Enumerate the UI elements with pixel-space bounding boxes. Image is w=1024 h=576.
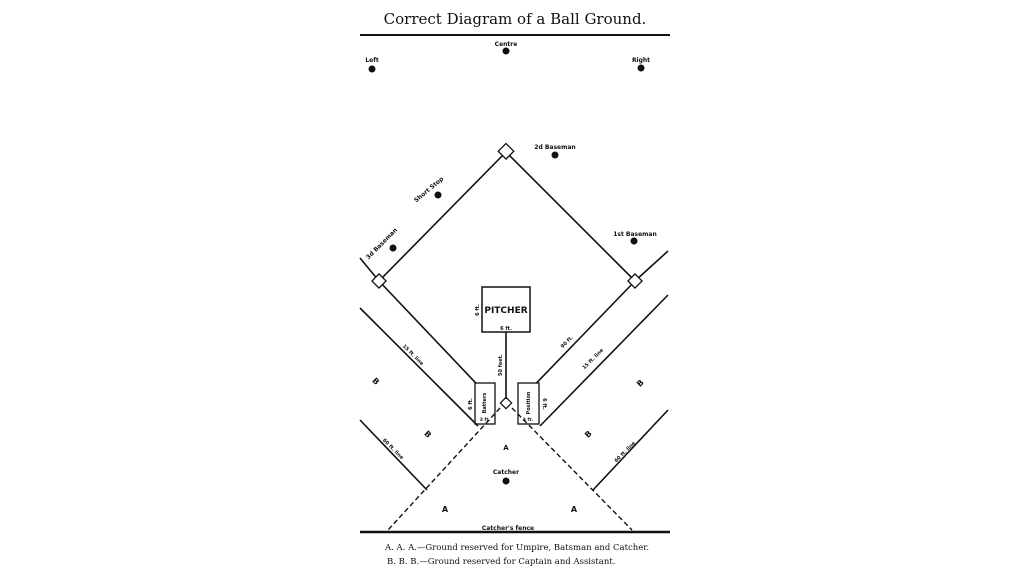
label-second-baseman: 2d Baseman (534, 144, 575, 151)
right-foul-extension (634, 250, 669, 282)
zone-a-left: A (442, 505, 449, 514)
label-catcher: Catcher (493, 469, 519, 476)
zone-a-right: A (571, 505, 578, 514)
second-base (497, 142, 515, 160)
third-base-line (378, 280, 491, 399)
legend-a: A. A. A.—Ground reserved for Umpire, Bat… (384, 543, 649, 553)
zone-b-right-inner: B (583, 429, 594, 440)
left-fifteen-ft-line (359, 307, 479, 427)
pitcher-side-measure: 6 ft. (475, 304, 481, 316)
fifty-feet-label: 50 feet. (498, 354, 504, 376)
right-fifteen-ft-line (539, 294, 669, 427)
batters-box (474, 382, 496, 425)
zone-b-left-inner: B (422, 429, 433, 440)
legend-b: B. B. B.—Ground reserved for Captain and… (387, 557, 615, 567)
catcher-dot (502, 477, 510, 485)
left-sixty-ft-line (359, 419, 428, 491)
label-left: Left (365, 57, 379, 64)
zone-b-right-outer: B (635, 378, 646, 389)
position-side-measure: 6 ft. (541, 398, 547, 410)
position-box (517, 382, 540, 425)
batters-box-label: Batters (482, 393, 488, 414)
position-bottom-measure: 3 ft. (523, 417, 534, 423)
home-base (499, 396, 513, 410)
right-sixty-ft-line (592, 409, 669, 491)
left-dashed-line (387, 407, 501, 531)
third-baseman-dot (389, 244, 397, 252)
catchers-fence-label: Catcher's fence (482, 525, 534, 532)
batters-bottom-measure: 3 ft. (480, 417, 491, 423)
pitcher-box (481, 286, 531, 333)
batters-side-measure: 6 ft. (468, 398, 474, 410)
right-sixty-ft-label: 60 ft. line (614, 440, 638, 464)
title: Correct Diagram of a Ball Ground. (384, 10, 647, 28)
first-baseman-dot (630, 237, 638, 245)
ninety-ft-label: 90 ft. (560, 335, 575, 350)
centre-fielder-dot (502, 47, 510, 55)
first-base-line (521, 280, 636, 399)
right-fielder-dot (637, 64, 645, 72)
short-stop-dot (434, 191, 442, 199)
second-baseman-dot (551, 151, 559, 159)
first-base (627, 273, 643, 289)
label-short-stop: Short Stop (413, 175, 446, 204)
zone-a-top: A (503, 444, 509, 452)
left-fifteen-ft-label: 15 ft. line (401, 344, 425, 368)
zone-b-left-outer: B (370, 376, 381, 387)
right-fifteen-ft-label: 15 ft. line (582, 347, 606, 371)
label-third-baseman: 3d Baseman (365, 227, 399, 261)
left-sixty-ft-label: 60 ft. line (381, 438, 405, 462)
label-first-baseman: 1st Baseman (613, 231, 657, 238)
base-lines-upper (378, 150, 636, 282)
label-right: Right (632, 57, 650, 64)
label-centre: Centre (495, 41, 518, 48)
pitcher-label: PITCHER (484, 306, 527, 316)
right-dashed-line (511, 407, 633, 531)
pitcher-bottom-measure: 6 ft. (500, 326, 512, 332)
position-box-label: Position (526, 391, 532, 414)
left-fielder-dot (368, 65, 376, 73)
third-base (371, 273, 387, 289)
